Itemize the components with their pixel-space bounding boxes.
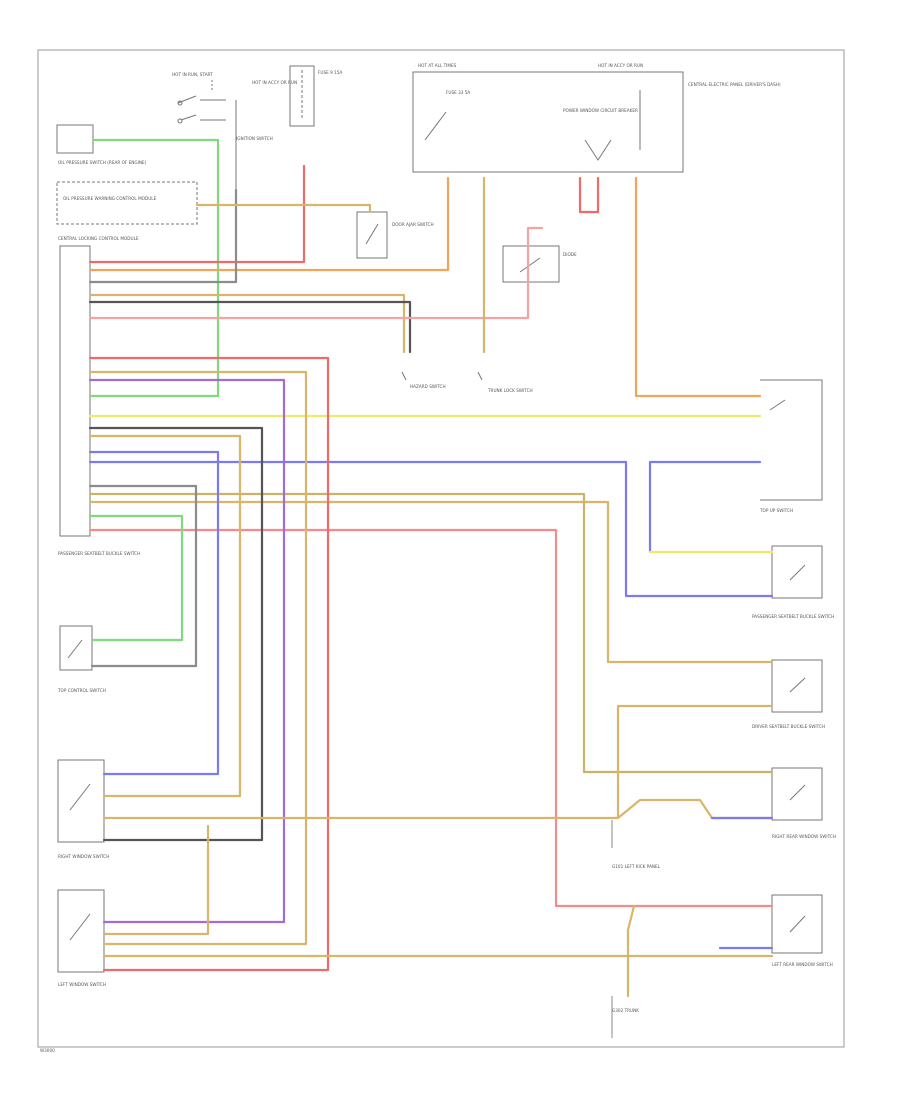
driver-seatbelt-switch: DRIVER SEATBELT BUCKLE SWITCH — [752, 659, 825, 729]
power-window-breaker-label: POWER WINDOW CIRCUIT BREAKER — [563, 108, 638, 113]
top-control-switch-label: TOP CONTROL SWITCH — [57, 688, 106, 693]
wire-tan-doorajar — [195, 203, 372, 214]
wire-blue-long — [88, 460, 774, 598]
wire-gray-bus — [88, 484, 198, 668]
wire-orange-main — [88, 176, 450, 272]
wire-tan-driver — [88, 500, 774, 664]
wire-green-oil — [88, 138, 220, 398]
top-up-switch: TOP UP SWITCH — [759, 379, 823, 513]
left-window-switch: LEFT WINDOW SWITCH — [57, 889, 106, 987]
ground-trunk: G101 LEFT KICK PANEL G302 TRUNK — [612, 864, 661, 1013]
door-ajar-label: DOOR AJAR SWITCH — [392, 222, 434, 227]
oil-pressure-switch-label: OIL PRESSURE SWITCH (REAR OF ENGINE) — [58, 160, 147, 165]
wire-blue-bus — [88, 450, 220, 776]
wire-red-breaker — [578, 176, 600, 214]
ignition-switch: HOT IN RUN, START IGNITION SWITCH — [172, 72, 273, 200]
oil-warning-label: OIL PRESSURE WARNING CONTROL MODULE — [63, 196, 157, 201]
fuse-33-label: FUSE 33 5A — [446, 90, 470, 95]
wire-tan-bus2 — [88, 434, 242, 798]
oil-pressure-switch: OIL PRESSURE SWITCH (REAR OF ENGINE) — [56, 124, 147, 165]
hazard-switch-label: HAZARD SWITCH — [410, 384, 446, 389]
module-bottom-label: PASSENGER SEATBELT BUCKLE SWITCH — [58, 551, 140, 556]
wire-pink-diode — [88, 226, 544, 320]
hot-accy-label-left: HOT IN ACCY OR RUN — [252, 80, 297, 85]
wire-group — [88, 138, 774, 998]
wire-red-bus1 — [88, 356, 330, 972]
trunk-lock-switch-label: TRUNK LOCK SWITCH — [487, 388, 533, 393]
hot-accy-label-right: HOT IN ACCY OR RUN — [598, 63, 643, 68]
wire-tan-driver2 — [616, 704, 774, 820]
door-ajar-switch: DOOR AJAR SWITCH — [356, 211, 434, 259]
wire-tan-rw — [102, 798, 774, 820]
right-window-switch: RIGHT WINDOW SWITCH — [57, 759, 109, 859]
left-rear-window-label: LEFT REAR WINDOW SWITCH — [772, 962, 833, 967]
top-control-switch: TOP CONTROL SWITCH — [57, 625, 106, 693]
footer-id: W3000 — [40, 1048, 55, 1053]
wire-red-trunk — [88, 528, 774, 908]
right-rear-window-label: RIGHT REAR WINDOW SWITCH — [772, 834, 836, 839]
fuse-9-label: FUSE 9 15A — [318, 70, 342, 75]
diode-label: DIODE — [563, 252, 577, 257]
wire-tan-hazard — [88, 293, 406, 354]
central-panel-label: CENTRAL ELECTRIC PANEL (DRIVER'S DASH) — [688, 82, 781, 87]
wire-green-bus — [88, 514, 184, 642]
wire-violet-bus — [88, 378, 286, 924]
wire-blue-topup — [648, 460, 762, 554]
wire-tan-bus — [88, 370, 308, 946]
right-window-switch-label: RIGHT WINDOW SWITCH — [58, 854, 109, 859]
wire-olive-driver — [88, 492, 774, 774]
left-window-switch-label: LEFT WINDOW SWITCH — [58, 982, 106, 987]
hot-in-run-label: HOT IN RUN, START — [172, 72, 213, 77]
hot-at-all-times-label: HOT AT ALL TIMES — [418, 63, 457, 68]
wire-dark-bus — [88, 426, 264, 842]
ground-kick-label: G101 LEFT KICK PANEL — [612, 864, 661, 869]
wire-gray-ign — [88, 188, 238, 284]
ignition-switch-label: IGNITION SWITCH — [236, 136, 273, 141]
wire-tan-lw2 — [102, 824, 210, 936]
switch-contacts — [401, 371, 483, 381]
diode: DIODE — [502, 245, 577, 283]
wire-dark-trunk — [88, 300, 412, 354]
passenger-seatbelt-label: PASSENGER SEATBELT BUCKLE SWITCH — [752, 614, 834, 619]
passenger-seatbelt-switch: PASSENGER SEATBELT BUCKLE SWITCH — [752, 545, 834, 619]
ground-trunk-label: G302 TRUNK — [612, 1008, 639, 1013]
right-rear-window-switch: RIGHT REAR WINDOW SWITCH — [771, 767, 836, 839]
driver-seatbelt-label: DRIVER SEATBELT BUCKLE SWITCH — [752, 724, 825, 729]
central-electric-fuse-block: FUSE 9 15A HOT IN ACCY OR RUN — [252, 65, 342, 127]
wire-orange-topup — [634, 176, 762, 398]
central-locking-control-module: CENTRAL LOCKING CONTROL MODULE PASSENGER… — [58, 236, 140, 556]
central-electric-panel: HOT AT ALL TIMES HOT IN ACCY OR RUN CENT… — [412, 63, 781, 173]
oil-pressure-warning-module: OIL PRESSURE WARNING CONTROL MODULE — [56, 181, 198, 225]
diagram-frame — [37, 49, 845, 1048]
central-locking-label: CENTRAL LOCKING CONTROL MODULE — [58, 236, 139, 241]
left-rear-window-switch: LEFT REAR WINDOW SWITCH — [771, 894, 833, 967]
wire-tan-ground — [626, 904, 636, 998]
wire-red-ign — [88, 164, 306, 264]
top-up-switch-label: TOP UP SWITCH — [759, 508, 793, 513]
